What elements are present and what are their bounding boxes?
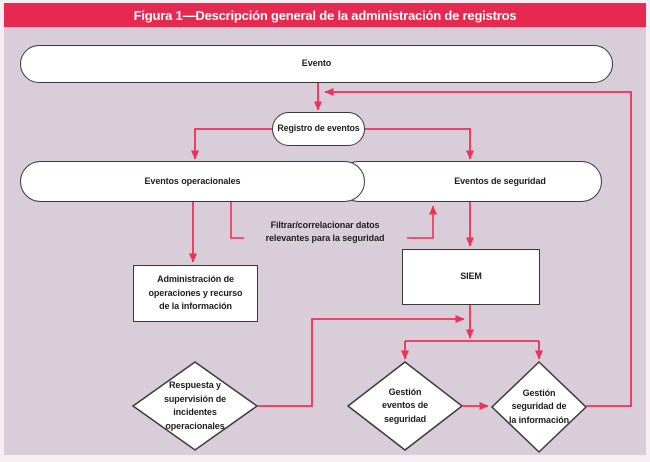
diamond-respuesta-label: Respuesta y supervisión de incidentes op… (163, 380, 227, 431)
figure-title: Figura 1—Descripción general de la admin… (133, 7, 517, 23)
annotation-filtrar: Filtrar/correlacionar datos relevantes p… (265, 219, 385, 244)
node-registro-de-eventos: Registro de eventos (272, 112, 365, 146)
node-siem: SIEM (402, 249, 540, 305)
node-eventos-de-seguridad-label: Eventos de seguridad (454, 175, 546, 186)
figure-title-bar: Figura 1—Descripción general de la admin… (4, 3, 646, 27)
diamond-gestion-eventos-label: Gestión eventos de seguridad (381, 386, 429, 424)
diamond-gestion-seguridad-label: Gestión seguridad de la información (508, 387, 570, 425)
node-evento: Evento (20, 45, 613, 83)
node-evento-label: Evento (301, 58, 332, 69)
node-siem-label: SIEM (460, 271, 482, 282)
node-administracion: Administración de operaciones y recurso … (133, 265, 258, 322)
node-registro-de-eventos-label: Registro de eventos (277, 123, 360, 134)
node-eventos-de-seguridad: Eventos de seguridad (338, 161, 602, 202)
node-eventos-operacionales-label: Eventos operacionales (144, 175, 241, 186)
node-administracion-label: Administración de operaciones y recurso … (148, 274, 243, 312)
node-eventos-operacionales: Eventos operacionales (20, 161, 365, 202)
